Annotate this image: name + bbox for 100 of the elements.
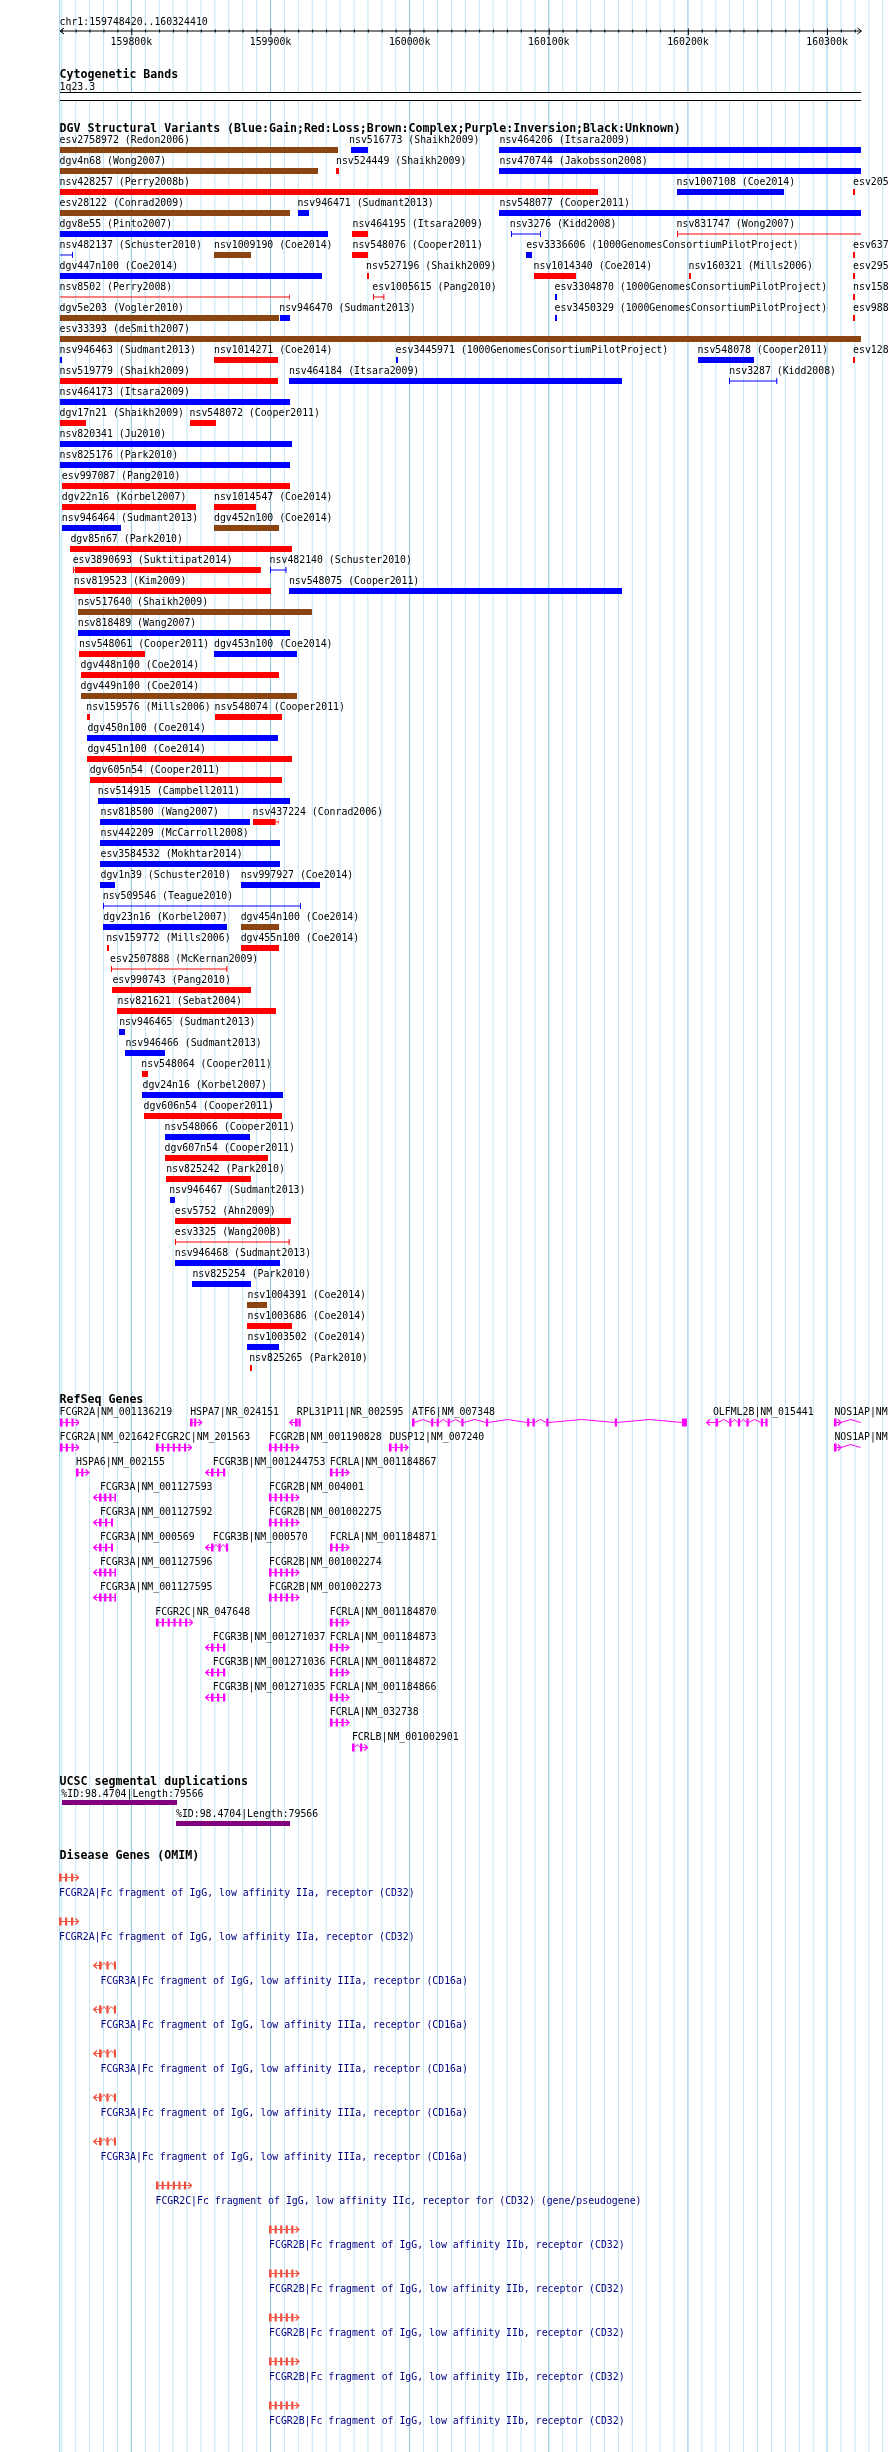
gene-label: FCGR2B|NM_001002274 [269,1555,382,1567]
variant-label: dgv447n100 (Coe2014) [59,260,179,271]
disease-gene-label: FCGR2B|Fc fragment of IgG, low affinity IIb, receptor (CD32) [269,2327,625,2339]
gene-label: FCRLA|NM_001184873 [329,1630,437,1642]
variant-label: nsv159576 (Mills2006) [86,701,211,712]
gene-label: FCGR3A|NM_001127593 [99,1480,213,1492]
variant-label: nsv820341 (Ju2010) [59,428,167,439]
variant-label: esv2758972 (Redon2006) [59,134,190,145]
variant-label: esv2507888 (McKernan2009) [110,953,259,964]
variant-label: nsv548064 (Cooper2011) [141,1058,272,1069]
gene-label: FCGR3A|NM_001127592 [99,1505,213,1517]
variant-label: dgv23n16 (Korbel2007) [103,911,228,922]
variant-label: esv1005615 (Pang2010) [372,281,497,292]
variant-label: nsv946464 (Sudmant2013) [61,512,199,523]
variant-label: nsv527196 (Shaikh2009) [366,260,497,271]
variant-label: esv990743 (Pang2010) [112,974,231,985]
tick-label: 160300k [806,36,848,47]
variant-label: nsv464184 (Itsara2009) [288,365,420,376]
variant-label: nsv1014340 (Coe2014) [533,260,653,271]
gene-label: FCRLA|NM_001184871 [329,1530,437,1542]
gene-label: FCGR3B|NM_001244753 [212,1455,326,1467]
disease-gene-label: FCGR3A|Fc fragment of IgG, low affinity IIIa, receptor (CD16a) [100,2151,468,2163]
variant-label: dgv455n100 (Coe2014) [240,932,360,943]
variant-label: nsv159772 (Mills2006) [106,932,231,943]
track-title: Disease Genes (OMIM) [59,1849,200,1861]
gene-label: FCGR3B|NM_001271037 [212,1630,326,1642]
variant-label: nsv437224 (Conrad2006) [252,806,383,817]
variant-label: nsv548078 (Cooper2011) [697,344,828,355]
gene-label: FCGR2A|NM_021642 [59,1430,155,1442]
gene-label: FCGR3B|NM_000570 [212,1530,308,1542]
variant-label: nsv818489 (Wang2007) [77,617,197,628]
gene-label: FCRLB|NM_001002901 [351,1730,459,1742]
variant-label: nsv548076 (Cooper2011) [352,239,483,250]
variant-label: esv28122 (Conrad2009) [59,197,185,208]
disease-gene-label: FCGR3A|Fc fragment of IgG, low affinity IIIa, receptor (CD16a) [100,2019,468,2031]
variant-label: esv128 [853,344,889,355]
disease-gene-label: FCGR2B|Fc fragment of IgG, low affinity IIb, receptor (CD32) [269,2371,625,2383]
variant-label: esv3450329 (1000GenomesConsortiumPilotProject) [554,302,828,313]
variant-label: dgv451n100 (Coe2014) [87,743,206,754]
variant-label: nsv1004391 (Coe2014) [247,1289,366,1300]
variant-label: nsv1009190 (Coe2014) [214,239,333,250]
variant-label: dgv17n21 (Shaikh2009) [59,407,185,418]
variant-label: nsv482140 (Schuster2010) [269,554,412,565]
variant-label: nsv946467 (Sudmant2013) [169,1184,306,1195]
variant-label: nsv946468 (Sudmant2013) [174,1247,312,1258]
variant-label: esv3336606 (1000GenomesConsortiumPilotProject) [526,239,799,250]
variant-label: esv637 [853,239,889,250]
variant-label: nsv946463 (Sudmant2013) [59,344,196,355]
disease-gene-label: FCGR3A|Fc fragment of IgG, low affinity IIIa, receptor (CD16a) [100,2063,468,2075]
track-title: Cytogenetic Bands [59,68,179,80]
variant-label: nsv517640 (Shaikh2009) [77,596,209,607]
disease-gene-label: FCGR2C|Fc fragment of IgG, low affinity IIc, receptor for (CD32) (gene/pseudogene) [155,2195,642,2207]
variant-label: nsv548074 (Cooper2011) [214,701,345,712]
tick-label: 159900k [249,36,292,47]
variant-label: nsv464206 (Itsara2009) [499,134,630,145]
variant-label: esv3890693 (Suktitipat2014) [72,554,233,565]
variant-label: dgv1n39 (Schuster2010) [100,869,231,880]
variant-label: nsv482137 (Schuster2010) [59,239,202,250]
tick-label: 160100k [528,36,570,47]
variant-label: dgv605n54 (Cooper2011) [89,764,221,775]
variant-label: nsv825242 (Park2010) [166,1163,285,1174]
gene-label: HSPA6|NM_002155 [76,1455,165,1467]
tick-label: 159800k [110,36,153,47]
disease-gene-label: FCGR2A|Fc fragment of IgG, low affinity IIa, receptor (CD32) [59,1931,415,1943]
variant-label: esv988 [853,302,889,313]
track-title: UCSC segmental duplications [59,1775,249,1787]
variant-label: dgv454n100 (Coe2014) [240,911,360,922]
gene-label: FCRLA|NM_001184866 [329,1680,437,1692]
variant-label: dgv448n100 (Coe2014) [80,659,200,670]
gene-label: FCGR2B|NM_001002275 [269,1505,382,1517]
variant-label: nsv464173 (Itsara2009) [59,386,190,397]
variant-label: nsv464195 (Itsara2009) [352,218,483,229]
variant-label: nsv3276 (Kidd2008) [509,218,617,229]
variant-label: nsv158 [853,281,889,292]
gene-label: FCRLA|NM_032738 [329,1705,419,1717]
variant-label: dgv453n100 (Coe2014) [214,638,333,649]
variant-label: nsv819523 (Kim2009) [73,575,187,586]
gene-label: FCGR2C|NR_047648 [155,1605,251,1617]
variant-label: dgv85n67 (Park2010) [70,533,183,544]
tick-label: 160000k [388,36,431,47]
variant-label: esv295 [853,260,889,271]
variant-label: nsv1003502 (Coe2014) [247,1331,366,1342]
variant-label: dgv607n54 (Cooper2011) [164,1142,295,1153]
variant-label: nsv8502 (Perry2008) [59,281,173,292]
variant-label: nsv548077 (Cooper2011) [499,197,630,208]
variant-label: esv997087 (Pang2010) [61,470,181,481]
disease-gene-label: FCGR3A|Fc fragment of IgG, low affinity IIIa, receptor (CD16a) [100,2107,468,2119]
variant-label: nsv1007108 (Coe2014) [676,176,796,187]
variant-label: nsv821621 (Sebat2004) [117,995,242,1006]
variant-label: nsv524449 (Shaikh2009) [336,155,467,166]
band-label: 1q23.3 [59,80,96,92]
variant-label: dgv450n100 (Coe2014) [87,722,206,733]
gene-label: FCGR2A|NM_001136219 [59,1405,173,1417]
variant-label: esv3584532 (Mokhtar2014) [100,848,243,859]
variant-label: dgv22n16 (Korbel2007) [61,491,187,502]
gene-label: FCRLA|NM_001184872 [329,1655,437,1667]
gene-label: DUSP12|NM_007240 [389,1430,485,1442]
variant-label: nsv1003686 (Coe2014) [247,1310,366,1321]
variant-label: esv3304870 (1000GenomesConsortiumPilotProject) [554,281,828,292]
variant-label: nsv825254 (Park2010) [192,1268,311,1279]
